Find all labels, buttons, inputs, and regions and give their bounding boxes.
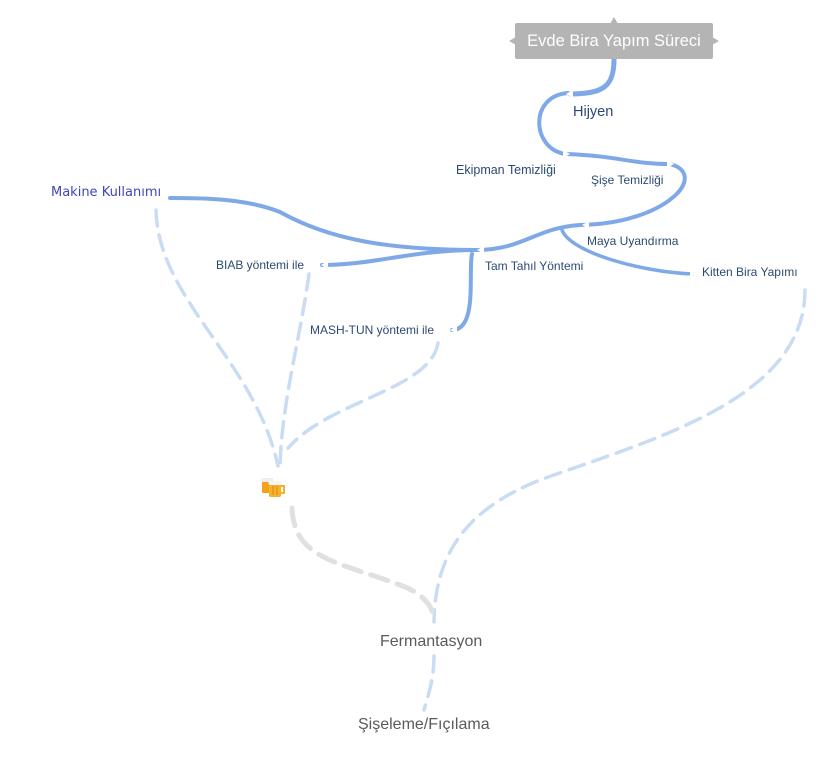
connector-beer-fermantasyon <box>289 505 436 619</box>
arrow-tip <box>667 160 674 168</box>
connector-biab-beer <box>278 272 311 468</box>
connector-tamtahil-makine <box>168 196 480 252</box>
node-biab-yontemi[interactable]: BIAB yöntemi ile <box>216 258 305 272</box>
root-right-marker <box>712 37 719 45</box>
node-hijyen[interactable]: Hijyen <box>573 104 614 120</box>
connector-hijyen-ekipman <box>537 91 570 156</box>
arrow-tip <box>450 326 457 334</box>
root-top-marker <box>610 17 618 24</box>
arrow-tip <box>563 150 570 158</box>
root-node[interactable]: Evde Bira Yapım Süreci <box>515 23 713 59</box>
node-ekipman-temizligi[interactable]: Ekipman Temizliği <box>456 163 556 177</box>
arrow-tip <box>321 261 328 269</box>
arrow-tip <box>477 246 484 254</box>
connector-fermantasyon-siseleme <box>422 654 436 712</box>
arrow-tip <box>566 90 573 98</box>
root-node-label: Evde Bira Yapım Süreci <box>527 31 701 50</box>
beer-mugs-icon[interactable] <box>260 474 286 505</box>
root-left-marker <box>509 37 516 45</box>
arrow-tip <box>690 270 696 278</box>
connector-root-hijyen <box>567 56 617 97</box>
node-sise-temizligi[interactable]: Şişe Temizliği <box>591 173 664 187</box>
connector-ekipman-sise <box>564 152 672 166</box>
connector-makine-beer <box>154 208 280 468</box>
node-maya-uyandirma[interactable]: Maya Uyandırma <box>587 234 679 248</box>
node-kitten-bira-yapimi[interactable]: Kitten Bira Yapımı <box>702 265 798 279</box>
connector-tamtahil-mashtun <box>450 252 474 332</box>
node-tam-tahil-yontemi[interactable]: Tam Tahıl Yöntemi <box>485 259 584 273</box>
node-siseleme-ficilama[interactable]: Şişeleme/Fıçılama <box>358 716 490 733</box>
node-fermantasyon[interactable]: Fermantasyon <box>380 633 483 650</box>
connector-kitten-fermantasyon <box>432 288 807 624</box>
connector-mashtun-beer <box>286 341 440 450</box>
node-mash-tun-yontemi[interactable]: MASH-TUN yöntemi ile <box>310 323 435 337</box>
beer-mugs-icon-graphic <box>261 478 285 497</box>
connector-tamtahil-biab <box>320 248 480 267</box>
node-makine-kullanimi[interactable]: Makine Kullanımı <box>51 185 162 200</box>
connector-maya-kitten <box>560 228 695 276</box>
arrow-tip <box>582 221 589 229</box>
